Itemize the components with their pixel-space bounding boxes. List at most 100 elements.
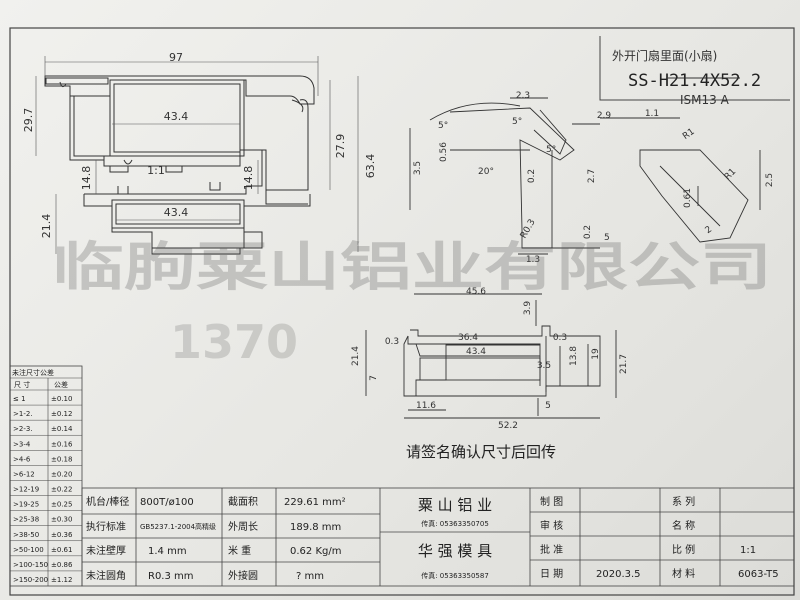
dim-2-7: 2.7 [587, 169, 597, 183]
value-material: 6063-T5 [738, 569, 779, 580]
dim-1-3: 1.3 [526, 255, 540, 265]
watermark-phone: 1370 [170, 315, 298, 369]
tolerance-table: 未注尺寸公差 尺 寸 公差 [9, 365, 83, 587]
dim-height-29-7: 29.7 [22, 108, 35, 133]
dim-height-63-4: 63.4 [364, 154, 377, 179]
tolerance-size: >150-200 [13, 576, 48, 584]
dim-width-43-4-bottom: 43.4 [164, 206, 189, 219]
tolerance-value: ±0.22 [51, 486, 72, 494]
dim-0-61: 0.61 [683, 188, 693, 208]
dim-0-2-a: 0.2 [527, 169, 537, 183]
company-fax: 传真: 05363350705 [421, 519, 489, 528]
dim-2-3: 2.3 [516, 91, 530, 101]
detail-views [409, 97, 761, 255]
tolerance-value: ±1.12 [51, 576, 72, 584]
title-block [81, 487, 795, 587]
tolerance-value: ±0.12 [51, 410, 72, 418]
label-name: 名 称 [672, 519, 695, 532]
dim-width-43-4-top: 43.4 [164, 110, 189, 123]
dim-0-3-left: 0.3 [385, 337, 399, 347]
dim-1-1: 1.1 [645, 109, 659, 119]
dim-43-4-lower: 43.4 [466, 347, 486, 357]
mold-company-fax: 传真: 05363350587 [421, 571, 489, 580]
tolerance-size: >4-6 [13, 455, 31, 463]
value-standard: GB5237.1-2004高精级 [140, 522, 216, 531]
tolerance-title: 未注尺寸公差 [12, 368, 54, 377]
dim-height-21-4: 21.4 [40, 214, 53, 239]
label-meter-weight: 米 重 [228, 544, 251, 557]
value-machine: 800T/ø100 [140, 497, 194, 508]
dim-2: 2 [704, 225, 714, 236]
label-date: 日 期 [540, 568, 563, 580]
label-standard: 执行标准 [86, 520, 126, 533]
dim-r1-b: R1 [723, 167, 739, 183]
tolerance-value: ±0.10 [51, 395, 72, 403]
value-perimeter: 189.8 mm [290, 522, 341, 533]
dim-52-2: 52.2 [498, 421, 518, 431]
tolerance-value: ±0.36 [51, 531, 73, 539]
label-perimeter: 外周长 [228, 521, 258, 533]
tolerance-size: >50-100 [13, 546, 44, 554]
value-wall-thickness: 1.4 mm [148, 546, 187, 557]
label-fillet: 未注圆角 [86, 569, 126, 582]
mold-company-name: 华 强 模 具 [418, 542, 492, 560]
value-fillet: R0.3 mm [148, 571, 194, 582]
tolerance-size: >1-2. [13, 410, 33, 418]
tolerance-header-size: 尺 寸 [14, 380, 30, 389]
dim-r1-a: R1 [681, 127, 697, 142]
label-checked-by: 审 核 [540, 519, 563, 532]
label-approved-by: 批 准 [540, 543, 563, 556]
tolerance-size: >100-150 [13, 561, 48, 569]
tolerance-value: ±0.16 [51, 440, 73, 448]
tolerance-size: >19-25 [13, 501, 39, 509]
tolerance-value: ±0.20 [51, 470, 72, 478]
value-date: 2020.3.5 [596, 569, 641, 580]
tolerance-size: >25-38 [13, 516, 39, 524]
main-profile [44, 75, 315, 255]
ratio-label: 1:1 [147, 164, 165, 177]
tolerance-size: >3-4 [13, 440, 31, 448]
confirm-note: 请签名确认尺寸后回传 [406, 443, 556, 461]
label-material: 材 料 [672, 567, 695, 580]
tolerance-size: >38-50 [13, 531, 39, 539]
dim-height-27-9: 27.9 [334, 134, 347, 159]
label-machine: 机台/棒径 [86, 495, 129, 508]
dim-height-14-8-right: 14.8 [242, 166, 255, 191]
tolerance-value: ±0.86 [51, 561, 73, 569]
tolerance-header-tol: 公差 [54, 380, 68, 389]
value-section-area: 229.61 mm² [284, 497, 346, 508]
dim-2-5: 2.5 [765, 173, 775, 187]
part-number-sub: ISM13 A [680, 93, 730, 107]
label-series: 系 列 [672, 495, 695, 508]
dim-21-7: 21.7 [619, 354, 629, 374]
part-number: SS-H21.4X52.2 [628, 71, 761, 91]
tolerance-value: ±0.14 [51, 425, 73, 433]
tolerance-size: >6-12 [13, 470, 35, 478]
dim-13-8: 13.8 [569, 346, 579, 366]
label-scale: 比 例 [672, 543, 695, 556]
dim-11-6: 11.6 [416, 401, 436, 411]
tolerance-value: ±0.30 [51, 516, 72, 524]
tolerance-rows: ≤ 1 ±0.10 >1-2. ±0.12 >2-3. ±0.14 >3-4 ±0.16 >4-… [10, 395, 82, 584]
tolerance-value: ±0.25 [51, 501, 72, 509]
dim-5deg-a: 5° [438, 121, 448, 131]
tolerance-value: ±0.18 [51, 455, 72, 463]
dim-5deg-b: 5° [512, 117, 522, 127]
lower-profile [365, 293, 617, 419]
dim-2-9: 2.9 [597, 111, 612, 121]
watermark-company: 临朐粟山铝业有限公司 [52, 238, 772, 298]
dim-19: 19 [591, 348, 601, 360]
value-meter-weight: 0.62 Kg/m [290, 546, 341, 557]
tolerance-size: >2-3. [13, 425, 33, 433]
label-section-area: 截面积 [228, 495, 258, 508]
label-drawn-by: 制 图 [540, 495, 563, 508]
dim-3-9: 3.9 [523, 301, 533, 316]
dim-0-3-right: 0.3 [553, 333, 567, 343]
tolerance-value: ±0.61 [51, 546, 72, 554]
dim-0-2-b: 0.2 [583, 225, 593, 239]
dim-20deg: 20° [478, 167, 494, 177]
tolerance-size: ≤ 1 [13, 395, 26, 403]
dim-36-4: 36.4 [458, 333, 478, 343]
company-name: 粟 山 铝 业 [418, 496, 492, 514]
